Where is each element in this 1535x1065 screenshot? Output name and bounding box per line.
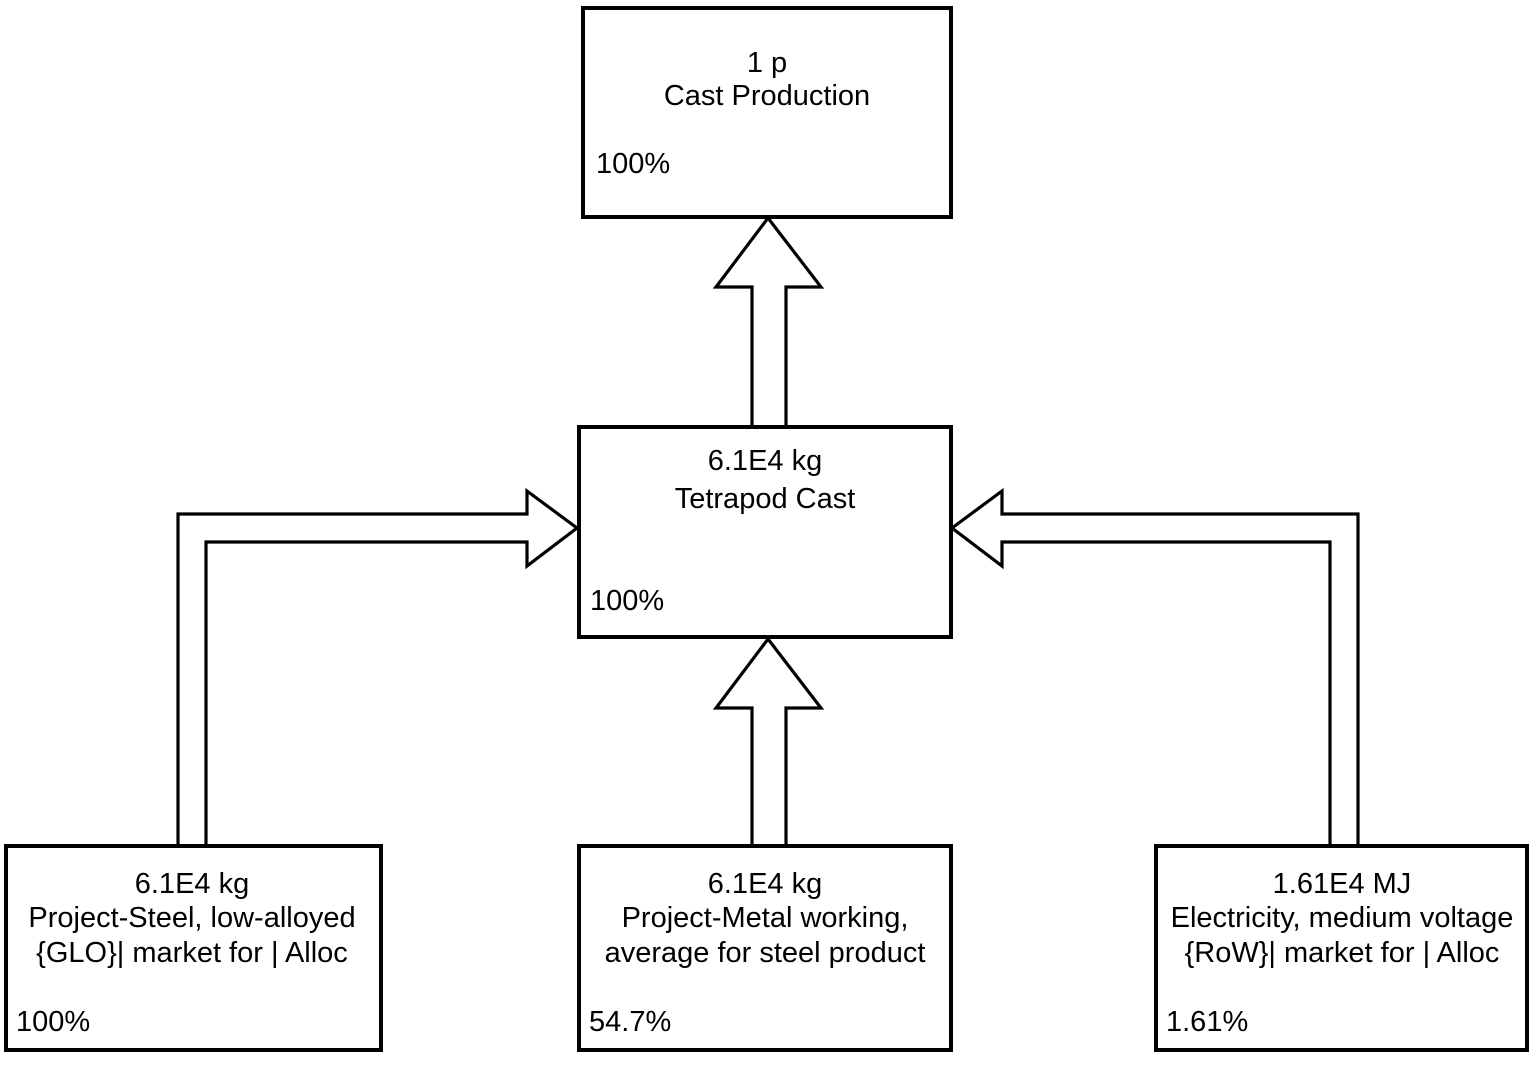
node-steel-low-alloyed-amount: 6.1E4 kg [135,868,249,900]
node-steel-low-alloyed[interactable] [4,844,383,1052]
node-tetrapod-cast-amount: 6.1E4 kg [708,445,822,477]
node-electricity-amount: 1.61E4 MJ [1273,868,1412,900]
node-metal-working-name-line2: average for steel product [605,937,926,969]
node-cast-production-name: Cast Production [664,80,870,112]
node-steel-low-alloyed-name-line1: Project-Steel, low-alloyed [28,902,355,934]
node-steel-low-alloyed-name-line2: {GLO}| market for | Alloc [36,937,348,969]
node-metal-working-percent: 54.7% [589,1006,671,1038]
node-metal-working-name-line1: Project-Metal working, [622,902,909,934]
node-metal-working-amount: 6.1E4 kg [708,868,822,900]
node-metal-working[interactable] [577,844,953,1052]
node-tetrapod-cast-percent: 100% [590,585,664,617]
edge-tetrapod-to-cast-production [712,215,825,429]
node-cast-production[interactable] [581,6,953,219]
edge-metalworking-to-tetrapod [712,636,825,848]
node-cast-production-percent: 100% [596,148,670,180]
edge-steel-to-tetrapod [176,487,580,848]
node-steel-low-alloyed-percent: 100% [16,1006,90,1038]
node-cast-production-amount: 1 p [747,47,787,79]
edge-electricity-to-tetrapod [949,487,1360,848]
node-electricity-name-line2: {RoW}| market for | Alloc [1185,937,1500,969]
node-electricity-percent: 1.61% [1166,1006,1248,1038]
node-tetrapod-cast-name: Tetrapod Cast [675,483,856,515]
node-electricity-medium-voltage[interactable] [1154,844,1529,1052]
node-electricity-name-line1: Electricity, medium voltage [1171,902,1514,934]
node-tetrapod-cast[interactable] [577,425,953,639]
